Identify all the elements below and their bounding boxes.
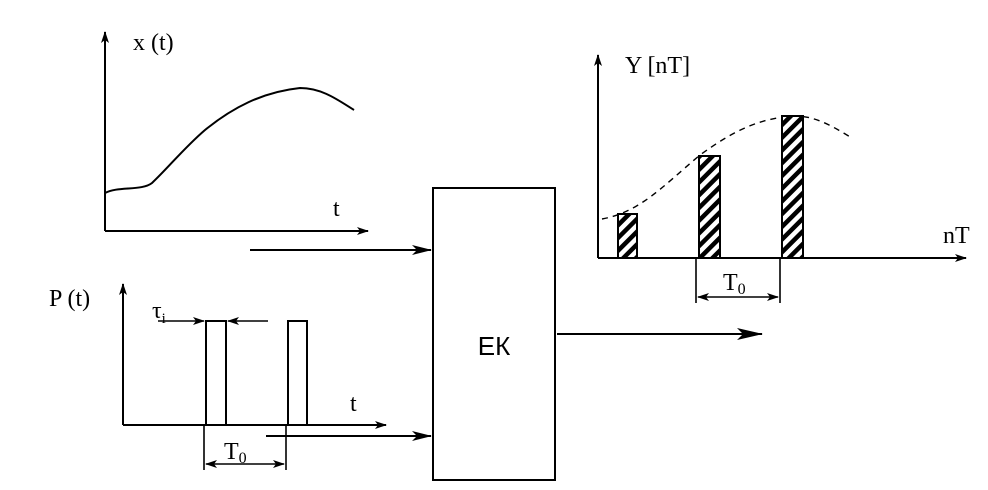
- pulse-2: [287, 320, 308, 426]
- input-time-label: t: [333, 196, 340, 222]
- input-signal-curve: [104, 86, 355, 194]
- output-axis-label: Y [nT]: [625, 53, 690, 79]
- output-time-label: nT: [943, 223, 970, 249]
- input-signal-plot: x (t) t: [101, 30, 369, 235]
- pulse-period-label: T0: [224, 439, 247, 467]
- output-period-label: T0: [723, 270, 746, 298]
- output-sample-1: [617, 213, 638, 259]
- output-envelope-curve: [601, 115, 853, 220]
- pulse-width-label: τi: [152, 298, 166, 327]
- pulse-train-plot: P (t) t τi T0: [49, 283, 387, 470]
- ek-block-label: ЕК: [478, 331, 511, 361]
- ek-block-box: [432, 187, 556, 481]
- ek-block: ЕК: [432, 187, 556, 481]
- output-sample-3: [781, 115, 804, 259]
- input-axis-label: x (t): [133, 30, 174, 56]
- output-signal-plot: Y [nT] nT T0: [594, 53, 970, 303]
- output-sample-2: [698, 155, 721, 259]
- pulse-time-label: t: [350, 391, 357, 417]
- pulse-axis-label: P (t): [49, 286, 90, 312]
- pulse-1: [205, 320, 227, 426]
